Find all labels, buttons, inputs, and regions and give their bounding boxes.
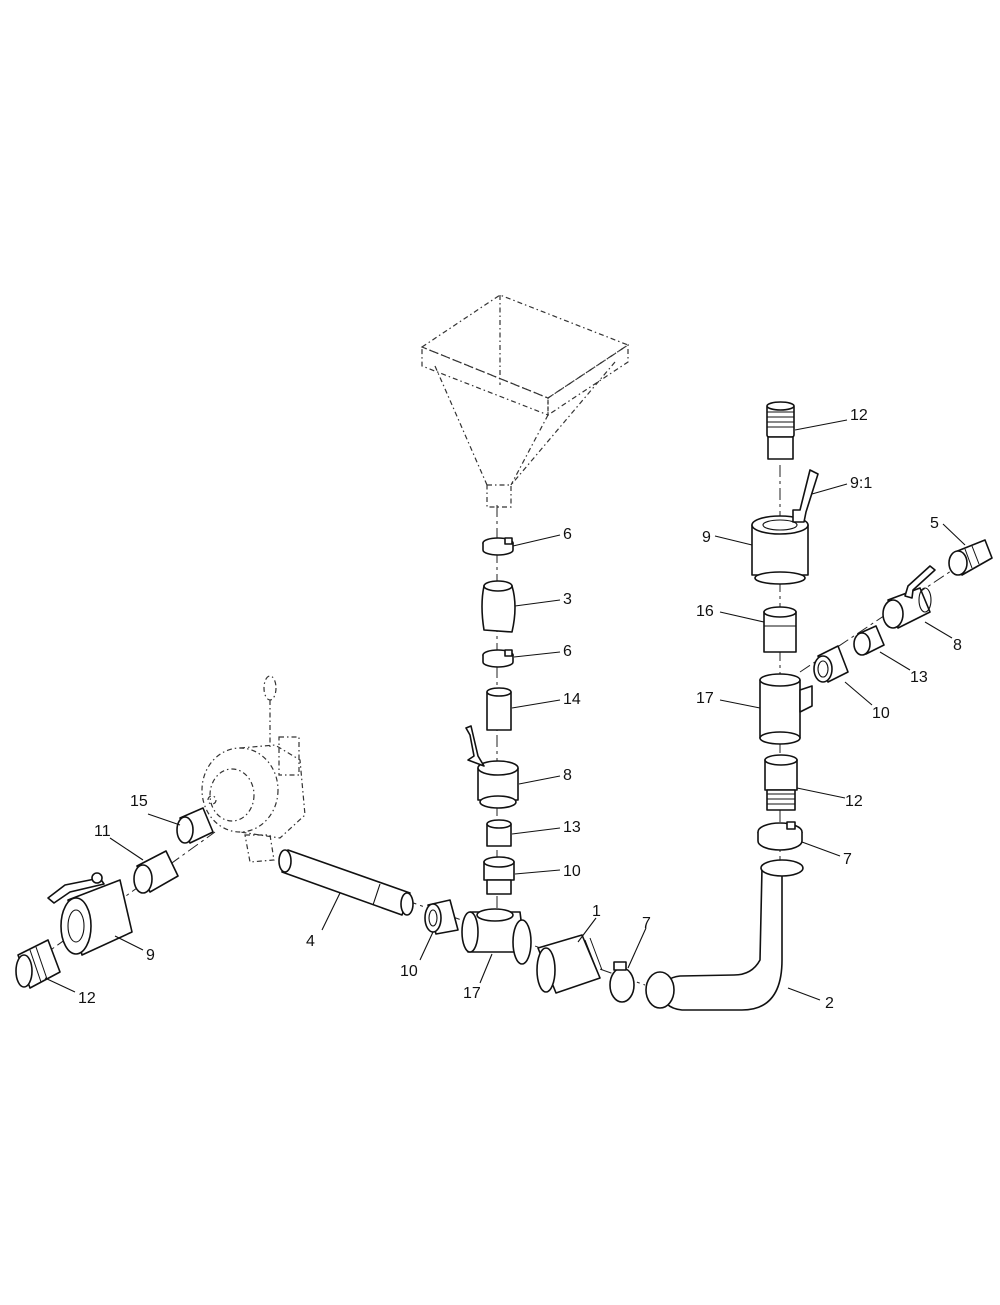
part-10-adapter-center [483, 856, 515, 895]
part-13-bushing-center [486, 819, 512, 847]
part-15-nipple [176, 807, 214, 844]
part-11-adapter [133, 850, 179, 894]
part-6-clamp-top [482, 537, 514, 556]
callout-12-middle: 12 [845, 793, 863, 810]
callout-14: 14 [563, 691, 581, 708]
callout-5: 5 [930, 515, 939, 532]
part-14-nipple [486, 687, 512, 731]
callout-2: 2 [825, 995, 834, 1012]
callout-3: 3 [563, 591, 572, 608]
callout-9-right: 9 [702, 529, 711, 546]
callout-6-top: 6 [563, 526, 572, 543]
part-8-ball-valve-right [882, 565, 936, 629]
callout-1: 1 [592, 903, 601, 920]
callout-8-right: 8 [953, 637, 962, 654]
part-7-hose-clamp-center [609, 961, 635, 1003]
part-8-ball-valve-center [465, 725, 519, 809]
part-17-tee-right [759, 673, 813, 745]
callout-16: 16 [696, 603, 714, 620]
part-17-tee-center [461, 908, 532, 965]
callout-9-1: 9:1 [850, 475, 872, 492]
hopper-phantom [420, 294, 630, 508]
callout-6-bottom: 6 [563, 643, 572, 660]
part-10-adapter-right [813, 645, 849, 683]
pump-assembly [201, 675, 306, 863]
callout-7-center: 7 [642, 915, 651, 932]
callout-10-left: 10 [400, 963, 418, 980]
callout-15: 15 [130, 793, 148, 810]
part-4-pipe [278, 849, 414, 916]
part-6-clamp-bottom [482, 649, 514, 668]
part-9-ball-valve-right [751, 469, 819, 585]
part-16-coupling [763, 606, 797, 653]
callout-13-center: 13 [563, 819, 581, 836]
part-10-adapter-left [424, 899, 459, 935]
callout-12-left: 12 [78, 990, 96, 1007]
part-1-nipple [536, 934, 603, 994]
callout-8-center: 8 [563, 767, 572, 784]
part-13-bushing-right [853, 625, 885, 656]
part-2-hose [645, 859, 804, 1011]
part-12-nipple-middle [764, 754, 798, 811]
callout-11: 11 [94, 823, 111, 840]
callout-7-right: 7 [843, 851, 852, 868]
leader-lines [44, 419, 966, 1001]
callout-4: 4 [306, 933, 315, 950]
callout-10-center: 10 [563, 863, 581, 880]
part-7-hose-clamp-right [757, 821, 803, 851]
callout-13-right: 13 [910, 669, 928, 686]
callout-labels: 12 9:1 9 5 8 16 13 17 10 12 7 2 6 3 6 14… [78, 407, 962, 1012]
part-3-hose-short [481, 580, 516, 633]
part-5-fitting [948, 539, 993, 576]
callout-9-left: 9 [146, 947, 155, 964]
callout-12-top: 12 [850, 407, 868, 424]
part-12-nipple-top [766, 401, 795, 460]
part-12-nipple-left [15, 939, 61, 989]
callout-17-center: 17 [463, 985, 481, 1002]
callout-17-right: 17 [696, 690, 714, 707]
callout-10-right: 10 [872, 705, 890, 722]
